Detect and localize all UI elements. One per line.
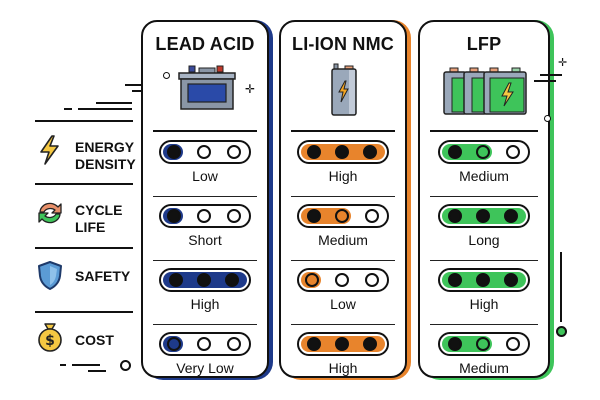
rating-cell: Short — [143, 197, 267, 261]
rating-pill — [438, 332, 530, 356]
rating-label: Short — [188, 232, 222, 248]
li-ion-cell-icon — [331, 63, 357, 116]
decor-circle — [544, 115, 551, 122]
column-li-ion-nmc: LI-ION NMC High Medium Low High — [279, 20, 407, 378]
decor-line — [64, 108, 72, 110]
decor-circle — [556, 326, 567, 337]
decor-line — [78, 108, 132, 110]
rating-cell: High — [281, 133, 405, 197]
rating-pill — [297, 140, 389, 164]
money-bag-icon: $ — [38, 323, 62, 352]
rating-label: High — [328, 360, 358, 376]
rating-pill — [159, 268, 251, 292]
rating-pill — [297, 268, 389, 292]
rating-label: High — [190, 296, 220, 312]
decor-circle — [163, 72, 170, 79]
sparkle-icon: ✛ — [558, 57, 568, 69]
row-label-line1: CYCLE — [75, 202, 123, 218]
decor-line — [540, 74, 562, 76]
column-title: LFP — [466, 34, 502, 54]
row-label-line1: SAFETY — [75, 268, 131, 284]
recycle-arrows-icon — [38, 202, 62, 224]
cell-divider — [153, 323, 257, 325]
rating-cell: Medium — [420, 133, 548, 197]
cell-divider — [291, 259, 395, 261]
rating-cell: Medium — [281, 197, 405, 261]
rating-label: Very Low — [176, 360, 234, 376]
decor-line — [534, 80, 556, 82]
row-divider — [35, 311, 133, 313]
lightning-bolt-icon — [40, 135, 59, 165]
cell-divider — [291, 195, 395, 197]
rating-pill — [438, 268, 530, 292]
lead-acid-battery-icon — [178, 65, 236, 110]
column-title: LEAD ACID — [155, 34, 255, 54]
cell-divider — [430, 323, 538, 325]
decor-line — [125, 84, 147, 86]
header-divider — [430, 130, 538, 132]
rating-label: Long — [468, 232, 500, 248]
row-label-line1: ENERGY — [75, 139, 135, 155]
decor-line — [132, 90, 146, 92]
rating-label: Medium — [318, 232, 368, 248]
cell-divider — [430, 195, 538, 197]
decor-line — [60, 364, 66, 366]
row-label-line2: LIFE — [75, 219, 106, 235]
rating-pill — [297, 204, 389, 228]
shield-icon — [38, 261, 62, 290]
row-label-line2: DENSITY — [75, 156, 136, 172]
svg-text:$: $ — [45, 333, 55, 349]
rating-pill — [438, 140, 530, 164]
column-lead-acid: LEAD ACID ✛ Low Short High Very Low — [141, 20, 269, 378]
rating-pill — [159, 204, 251, 228]
rating-pill — [297, 332, 389, 356]
rating-label: High — [469, 296, 499, 312]
rating-label: Medium — [459, 168, 509, 184]
rating-cell: Low — [143, 133, 267, 197]
rating-cell: Long — [420, 197, 548, 261]
rating-cell: Medium — [420, 325, 548, 389]
column-lfp: LFP Medium Long High Medium — [418, 20, 551, 378]
rating-label: Medium — [459, 360, 509, 376]
row-divider — [35, 247, 133, 249]
rating-cell: High — [143, 261, 267, 325]
rating-label: Low — [330, 296, 356, 312]
row-label-line1: COST — [75, 332, 114, 348]
cell-divider — [153, 259, 257, 261]
decor-line — [96, 102, 132, 104]
rating-pill — [159, 332, 251, 356]
rating-pill — [438, 204, 530, 228]
header-divider — [291, 130, 395, 132]
decor-line — [88, 370, 106, 372]
row-divider — [35, 120, 133, 122]
cell-divider — [153, 195, 257, 197]
rating-label: High — [328, 168, 358, 184]
decor-line — [560, 252, 562, 322]
decor-circle — [120, 360, 131, 371]
row-divider — [35, 183, 133, 185]
cell-divider — [291, 323, 395, 325]
rating-cell: High — [281, 325, 405, 389]
decor-line — [72, 364, 100, 366]
rating-pill — [159, 140, 251, 164]
rating-cell: High — [420, 261, 548, 325]
rating-cell: Very Low — [143, 325, 267, 389]
header-divider — [153, 130, 257, 132]
sparkle-icon: ✛ — [245, 82, 256, 96]
rating-label: Low — [192, 168, 218, 184]
lfp-battery-pack-icon — [443, 67, 527, 115]
rating-cell: Low — [281, 261, 405, 325]
column-title: LI-ION NMC — [292, 34, 394, 54]
cell-divider — [430, 259, 538, 261]
